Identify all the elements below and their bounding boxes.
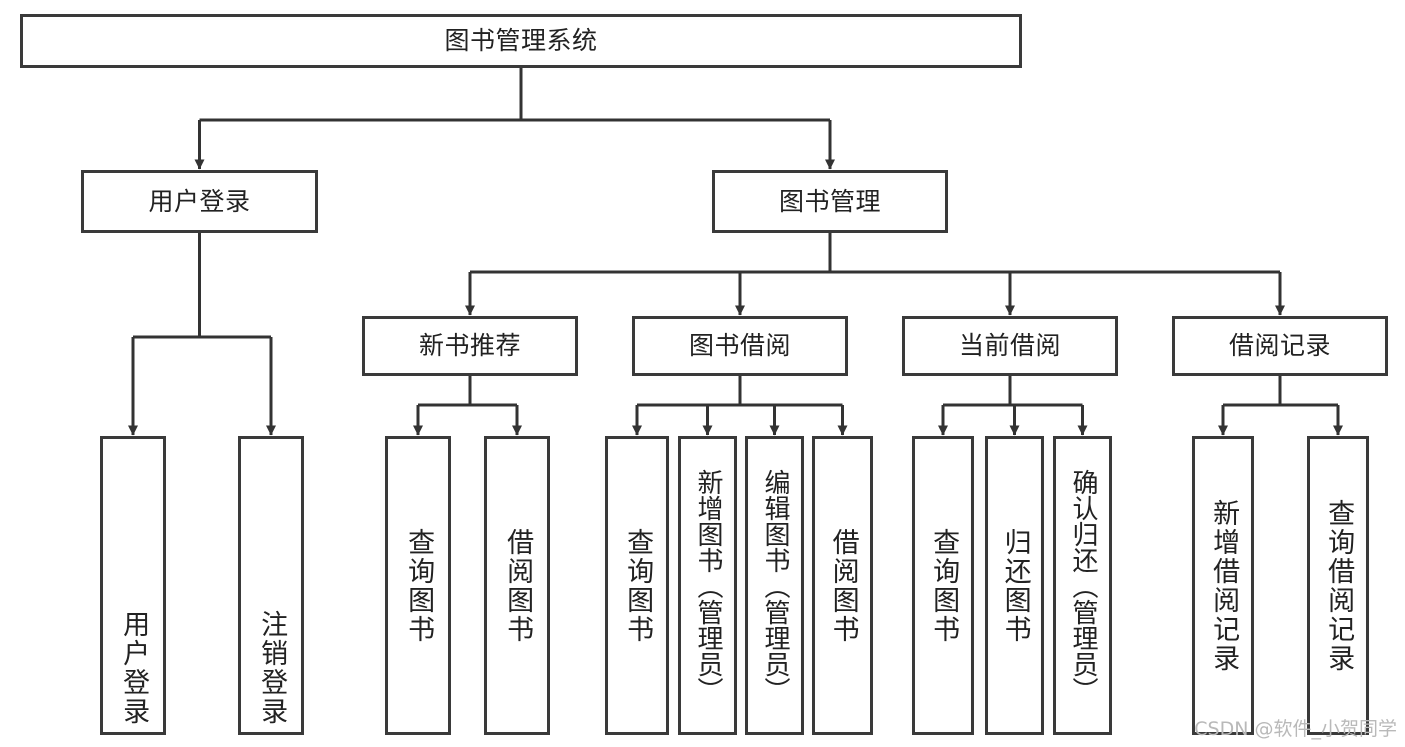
node-book-borrow[interactable]: 图书借阅 <box>632 316 848 376</box>
node-leaf-user-logout[interactable]: 注销登录 <box>238 436 304 735</box>
node-leaf-user-login[interactable]: 用户登录 <box>100 436 166 735</box>
node-leaf-add-book[interactable]: 新增图书（管理员） <box>678 436 737 735</box>
node-leaf-add-borrow-record[interactable]: 新增借阅记录 <box>1192 436 1254 735</box>
node-label: 用户登录 <box>118 610 150 726</box>
node-leaf-query-book-recommend[interactable]: 查询图书 <box>385 436 451 735</box>
node-label: 查询图书 <box>403 527 435 644</box>
node-label: 图书管理系统 <box>444 26 598 56</box>
node-label: 编辑图书（管理员） <box>760 468 791 703</box>
csdn-watermark: CSDN @软件_小贺同学 <box>1194 718 1397 740</box>
node-book-management[interactable]: 图书管理 <box>712 170 948 233</box>
node-label: 确认归还（管理员） <box>1068 468 1099 703</box>
node-label: 注销登录 <box>256 610 288 726</box>
node-current-borrow[interactable]: 当前借阅 <box>902 316 1118 376</box>
node-leaf-edit-book[interactable]: 编辑图书（管理员） <box>745 436 804 735</box>
node-leaf-borrow-book[interactable]: 借阅图书 <box>812 436 873 735</box>
node-leaf-confirm-return[interactable]: 确认归还（管理员） <box>1053 436 1112 735</box>
node-label: 归还图书 <box>999 527 1031 644</box>
node-label: 新增借阅记录 <box>1208 498 1240 673</box>
node-label: 查询图书 <box>622 527 654 644</box>
node-label: 借阅图书 <box>502 527 534 644</box>
node-user-login[interactable]: 用户登录 <box>81 170 318 233</box>
node-label: 图书管理 <box>778 186 881 216</box>
node-label: 图书借阅 <box>688 331 791 361</box>
node-label: 用户登录 <box>148 186 251 216</box>
node-borrow-record[interactable]: 借阅记录 <box>1172 316 1388 376</box>
node-label: 查询图书 <box>928 527 960 644</box>
node-leaf-query-book-borrow[interactable]: 查询图书 <box>605 436 669 735</box>
node-leaf-borrow-book-recommend[interactable]: 借阅图书 <box>484 436 550 735</box>
node-label: 查询借阅记录 <box>1323 498 1355 673</box>
node-new-book-recommend[interactable]: 新书推荐 <box>362 316 578 376</box>
node-label: 借阅图书 <box>827 527 859 644</box>
node-label: 新增图书（管理员） <box>693 468 724 703</box>
node-leaf-return-book[interactable]: 归还图书 <box>985 436 1044 735</box>
node-label: 借阅记录 <box>1228 331 1331 361</box>
node-label: 新书推荐 <box>418 331 521 361</box>
node-label: 当前借阅 <box>958 331 1061 361</box>
node-leaf-query-book-current[interactable]: 查询图书 <box>912 436 974 735</box>
node-leaf-query-borrow-record[interactable]: 查询借阅记录 <box>1307 436 1369 735</box>
node-root-root[interactable]: 图书管理系统 <box>20 14 1022 68</box>
